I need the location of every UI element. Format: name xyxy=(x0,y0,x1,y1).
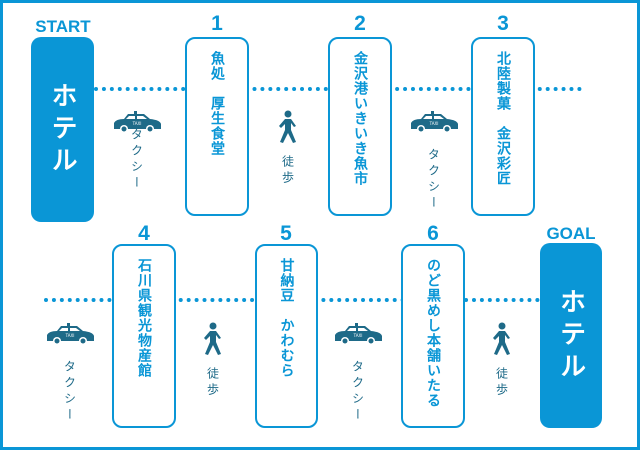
taxi-icon-wrap: TAXI xyxy=(45,323,95,351)
stop-number-6: 6 xyxy=(427,222,439,245)
walk-icon-wrap xyxy=(491,322,513,360)
taxi-mode-label: タクシー xyxy=(129,128,144,192)
taxi-icon-wrap: TAXI xyxy=(333,323,383,351)
svg-text:TAXI: TAXI xyxy=(429,121,439,126)
start-hotel-box: ホテル xyxy=(31,37,94,222)
stop-name: 北陸製菓 金沢彩匠 xyxy=(495,51,511,186)
stop-box-6: のど黒めし本舗いたる xyxy=(401,244,465,428)
stop-number-5: 5 xyxy=(280,222,292,245)
walk-mode-label: 徒歩 xyxy=(280,155,295,187)
walking-person-icon xyxy=(279,110,296,143)
taxi-icon-wrap: TAXI xyxy=(112,111,162,139)
start-place: ホテル xyxy=(47,81,77,178)
stop-name: のど黒めし本舗いたる xyxy=(425,258,441,408)
stop-box-1: 魚処 厚生食堂 xyxy=(185,37,249,216)
taxi-icon-wrap: TAXI xyxy=(409,111,459,139)
svg-text:TAXI: TAXI xyxy=(65,333,75,338)
taxi-mode-label: タクシー xyxy=(426,148,441,212)
stop-box-4: 石川県観光物産館 xyxy=(112,244,176,428)
stop-number-3: 3 xyxy=(497,12,509,35)
stop-box-3: 北陸製菓 金沢彩匠 xyxy=(471,37,535,216)
stop-name: 甘納豆 かわむら xyxy=(278,258,295,378)
svg-text:TAXI: TAXI xyxy=(353,333,363,338)
stop-number-1: 1 xyxy=(211,12,223,35)
taxi-icon: TAXI xyxy=(411,111,458,133)
taxi-icon: TAXI xyxy=(47,323,94,345)
walk-icon-wrap xyxy=(202,322,224,360)
stop-number-2: 2 xyxy=(354,12,366,35)
goal-hotel-box: ホテル xyxy=(540,243,602,428)
walking-person-icon xyxy=(493,322,510,355)
stop-box-5: 甘納豆 かわむら xyxy=(255,244,318,428)
taxi-mode-label: タクシー xyxy=(350,360,365,424)
stop-name: 石川県観光物産館 xyxy=(136,258,152,378)
stop-name: 魚処 厚生食堂 xyxy=(209,51,225,156)
walk-icon-wrap xyxy=(277,110,299,148)
taxi-icon: TAXI xyxy=(114,111,161,133)
walk-mode-label: 徒歩 xyxy=(205,367,220,399)
stop-box-2: 金沢港いきいき魚市 xyxy=(328,37,392,216)
goal-place: ホテル xyxy=(555,287,586,384)
taxi-icon: TAXI xyxy=(335,323,382,345)
taxi-mode-label: タクシー xyxy=(62,360,77,424)
stop-name: 金沢港いきいき魚市 xyxy=(352,51,368,186)
svg-text:TAXI: TAXI xyxy=(132,121,142,126)
goal-label: GOAL xyxy=(546,224,596,243)
walking-person-icon xyxy=(204,322,221,355)
walk-mode-label: 徒歩 xyxy=(494,367,509,399)
stop-number-4: 4 xyxy=(138,222,150,245)
start-label: START xyxy=(35,17,91,36)
